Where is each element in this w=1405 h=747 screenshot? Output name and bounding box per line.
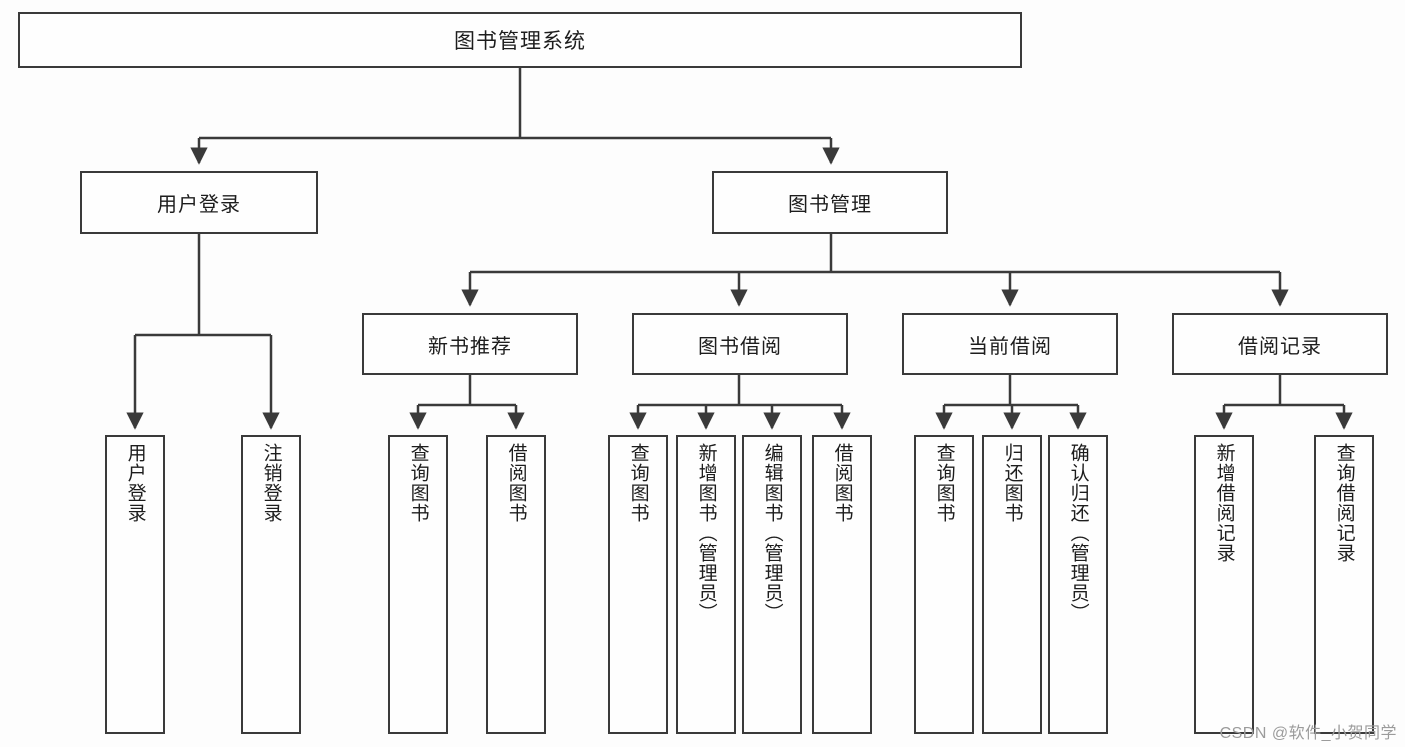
node-user-login-label: 用户登录 (157, 194, 241, 216)
node-leaf-query-book-1[interactable]: 查询图书 (388, 435, 448, 734)
node-leaf-borrow-book-2[interactable]: 借阅图书 (812, 435, 872, 734)
node-user-login[interactable]: 用户登录 (80, 171, 318, 234)
node-borrow-record-label: 借阅记录 (1238, 335, 1322, 358)
node-leaf-return-book[interactable]: 归还图书 (982, 435, 1042, 734)
node-book-management-label: 图书管理 (788, 194, 872, 216)
node-leaf-user-login[interactable]: 用户登录 (105, 435, 165, 734)
node-leaf-query-book-2-label: 查询图书 (627, 443, 649, 523)
node-leaf-add-book[interactable]: 新增图书（管理员） (676, 435, 736, 734)
node-root-label: 图书管理系统 (454, 30, 586, 53)
node-leaf-add-book-label: 新增图书（管理员） (695, 443, 717, 623)
node-leaf-add-record[interactable]: 新增借阅记录 (1194, 435, 1254, 734)
node-leaf-edit-book-label: 编辑图书（管理员） (761, 443, 783, 623)
node-root[interactable]: 图书管理系统 (18, 12, 1022, 68)
csdn-watermark: CSDN @软件_小贺同学 (1219, 725, 1397, 742)
node-leaf-borrow-book-1[interactable]: 借阅图书 (486, 435, 546, 734)
node-leaf-query-book-3[interactable]: 查询图书 (914, 435, 974, 734)
node-current-borrow-label: 当前借阅 (968, 335, 1052, 358)
node-leaf-add-record-label: 新增借阅记录 (1213, 443, 1235, 563)
node-leaf-query-book-1-label: 查询图书 (407, 443, 429, 523)
node-leaf-confirm-return[interactable]: 确认归还（管理员） (1048, 435, 1108, 734)
node-leaf-borrow-book-1-label: 借阅图书 (505, 443, 527, 523)
node-leaf-borrow-book-2-label: 借阅图书 (831, 443, 853, 523)
node-current-borrow[interactable]: 当前借阅 (902, 313, 1118, 375)
node-new-book-recommend[interactable]: 新书推荐 (362, 313, 578, 375)
node-book-management[interactable]: 图书管理 (712, 171, 948, 234)
node-leaf-user-login-label: 用户登录 (124, 443, 146, 523)
node-leaf-query-record[interactable]: 查询借阅记录 (1314, 435, 1374, 734)
node-leaf-query-book-3-label: 查询图书 (933, 443, 955, 523)
node-leaf-edit-book[interactable]: 编辑图书（管理员） (742, 435, 802, 734)
node-leaf-confirm-return-label: 确认归还（管理员） (1067, 443, 1089, 623)
node-new-book-recommend-label: 新书推荐 (428, 335, 512, 358)
node-book-borrow[interactable]: 图书借阅 (632, 313, 848, 375)
node-leaf-user-logout-label: 注销登录 (260, 443, 282, 523)
node-leaf-user-logout[interactable]: 注销登录 (241, 435, 301, 734)
node-leaf-query-record-label: 查询借阅记录 (1333, 443, 1355, 563)
node-leaf-return-book-label: 归还图书 (1001, 443, 1023, 523)
node-leaf-query-book-2[interactable]: 查询图书 (608, 435, 668, 734)
node-book-borrow-label: 图书借阅 (698, 335, 782, 358)
node-borrow-record[interactable]: 借阅记录 (1172, 313, 1388, 375)
